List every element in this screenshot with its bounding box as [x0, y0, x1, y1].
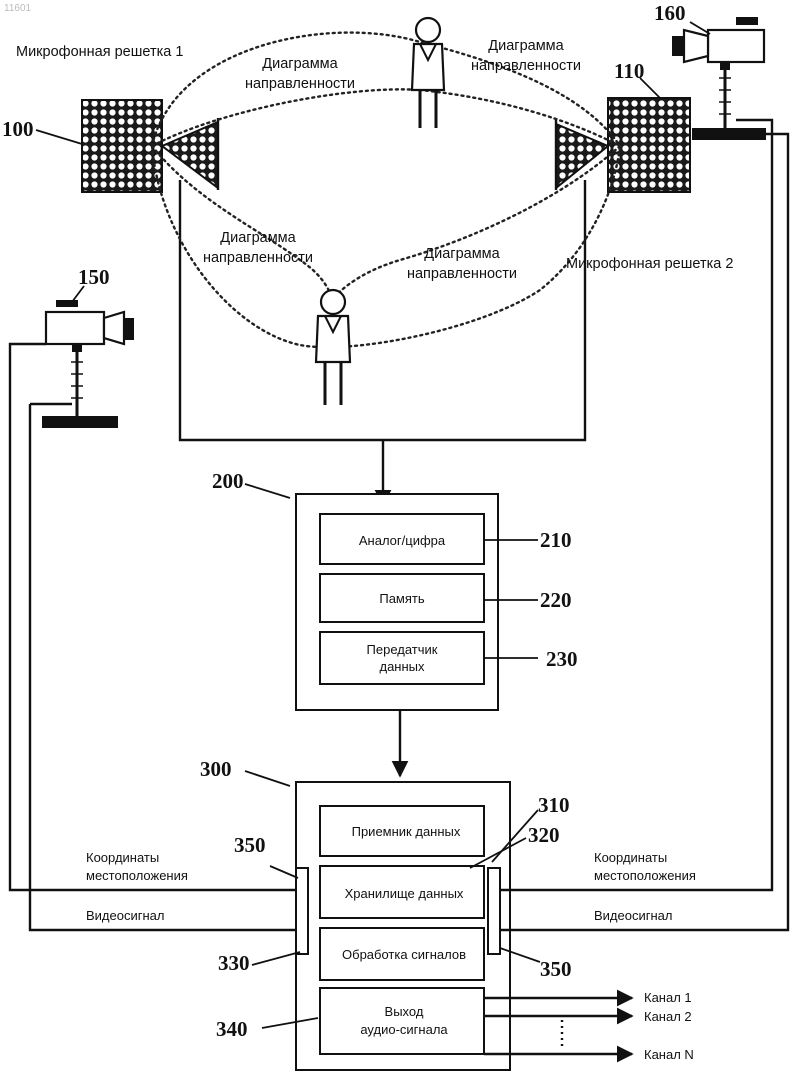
ref-340: 340 [216, 1017, 248, 1041]
ref-310: 310 [538, 793, 570, 817]
mic-array-1 [82, 100, 218, 192]
pattern-label-mr-2: направленности [407, 266, 517, 282]
leader-330 [252, 952, 300, 965]
mic-array-2-label: Микрофонная решетка 2 [566, 256, 733, 272]
mic-array-2 [556, 98, 690, 192]
block-receiver-label: Приемник данных [352, 824, 461, 839]
leader-200 [245, 484, 290, 498]
coords-right-label-1: Координаты [594, 850, 667, 865]
ref-210: 210 [540, 528, 572, 552]
leader-100 [36, 130, 82, 144]
ref-110: 110 [614, 59, 644, 83]
leader-300 [245, 771, 290, 786]
ref-350-right: 350 [540, 957, 572, 981]
ref-100: 100 [2, 117, 34, 141]
pattern-label-mr-1: Диаграмма [424, 246, 500, 262]
pattern-label-tl-1: Диаграмма [262, 56, 338, 72]
ref-200: 200 [212, 469, 244, 493]
coords-left-label-2: местоположения [86, 868, 188, 883]
interface-350-right [488, 868, 500, 954]
coords-right-label-2: местоположения [594, 868, 696, 883]
block-tx-label-1: Передатчик [367, 642, 438, 657]
block-processing-label: Обработка сигналов [342, 947, 466, 962]
corner-mark: 11601 [4, 3, 32, 14]
ref-150: 150 [78, 265, 110, 289]
channel-1-label: Канал 1 [644, 990, 692, 1005]
block-audio-output [320, 988, 484, 1054]
leader-350-left [270, 866, 298, 878]
channel-n-label: Канал N [644, 1047, 694, 1062]
ref-320: 320 [528, 823, 560, 847]
ref-350-left: 350 [234, 833, 266, 857]
pattern-label-tl-2: направленности [245, 76, 355, 92]
ref-300: 300 [200, 757, 232, 781]
block-transmitter [320, 632, 484, 684]
ref-160: 160 [654, 1, 686, 25]
block-tx-label-2: данных [379, 659, 425, 674]
coords-left-label-1: Координаты [86, 850, 159, 865]
pattern-label-ml-1: Диаграмма [220, 230, 296, 246]
mic-array-1-label: Микрофонная решетка 1 [16, 44, 183, 60]
block-storage-label: Хранилище данных [345, 886, 464, 901]
block-adc-label: Аналог/цифра [359, 533, 446, 548]
camera-150-icon [42, 300, 134, 428]
pattern-label-tr-1: Диаграмма [488, 38, 564, 54]
room-outline [180, 180, 585, 440]
wire-coords-right [500, 120, 772, 890]
person-bottom-icon [316, 290, 350, 405]
interface-350-left [296, 868, 308, 954]
block-audio-output-label-2: аудио-сигнала [360, 1022, 448, 1037]
ref-330: 330 [218, 951, 250, 975]
person-top-icon [412, 18, 444, 128]
channel-2-label: Канал 2 [644, 1009, 692, 1024]
ref-220: 220 [540, 588, 572, 612]
ref-230: 230 [546, 647, 578, 671]
video-right-label: Видеосигнал [594, 908, 672, 923]
block-audio-output-label-1: Выход [385, 1004, 424, 1019]
pattern-label-tr-2: направленности [471, 58, 581, 74]
block-memory-label: Память [379, 591, 425, 606]
pattern-label-ml-2: направленности [203, 250, 313, 266]
video-left-label: Видеосигнал [86, 908, 164, 923]
directivity-patterns [152, 33, 620, 348]
